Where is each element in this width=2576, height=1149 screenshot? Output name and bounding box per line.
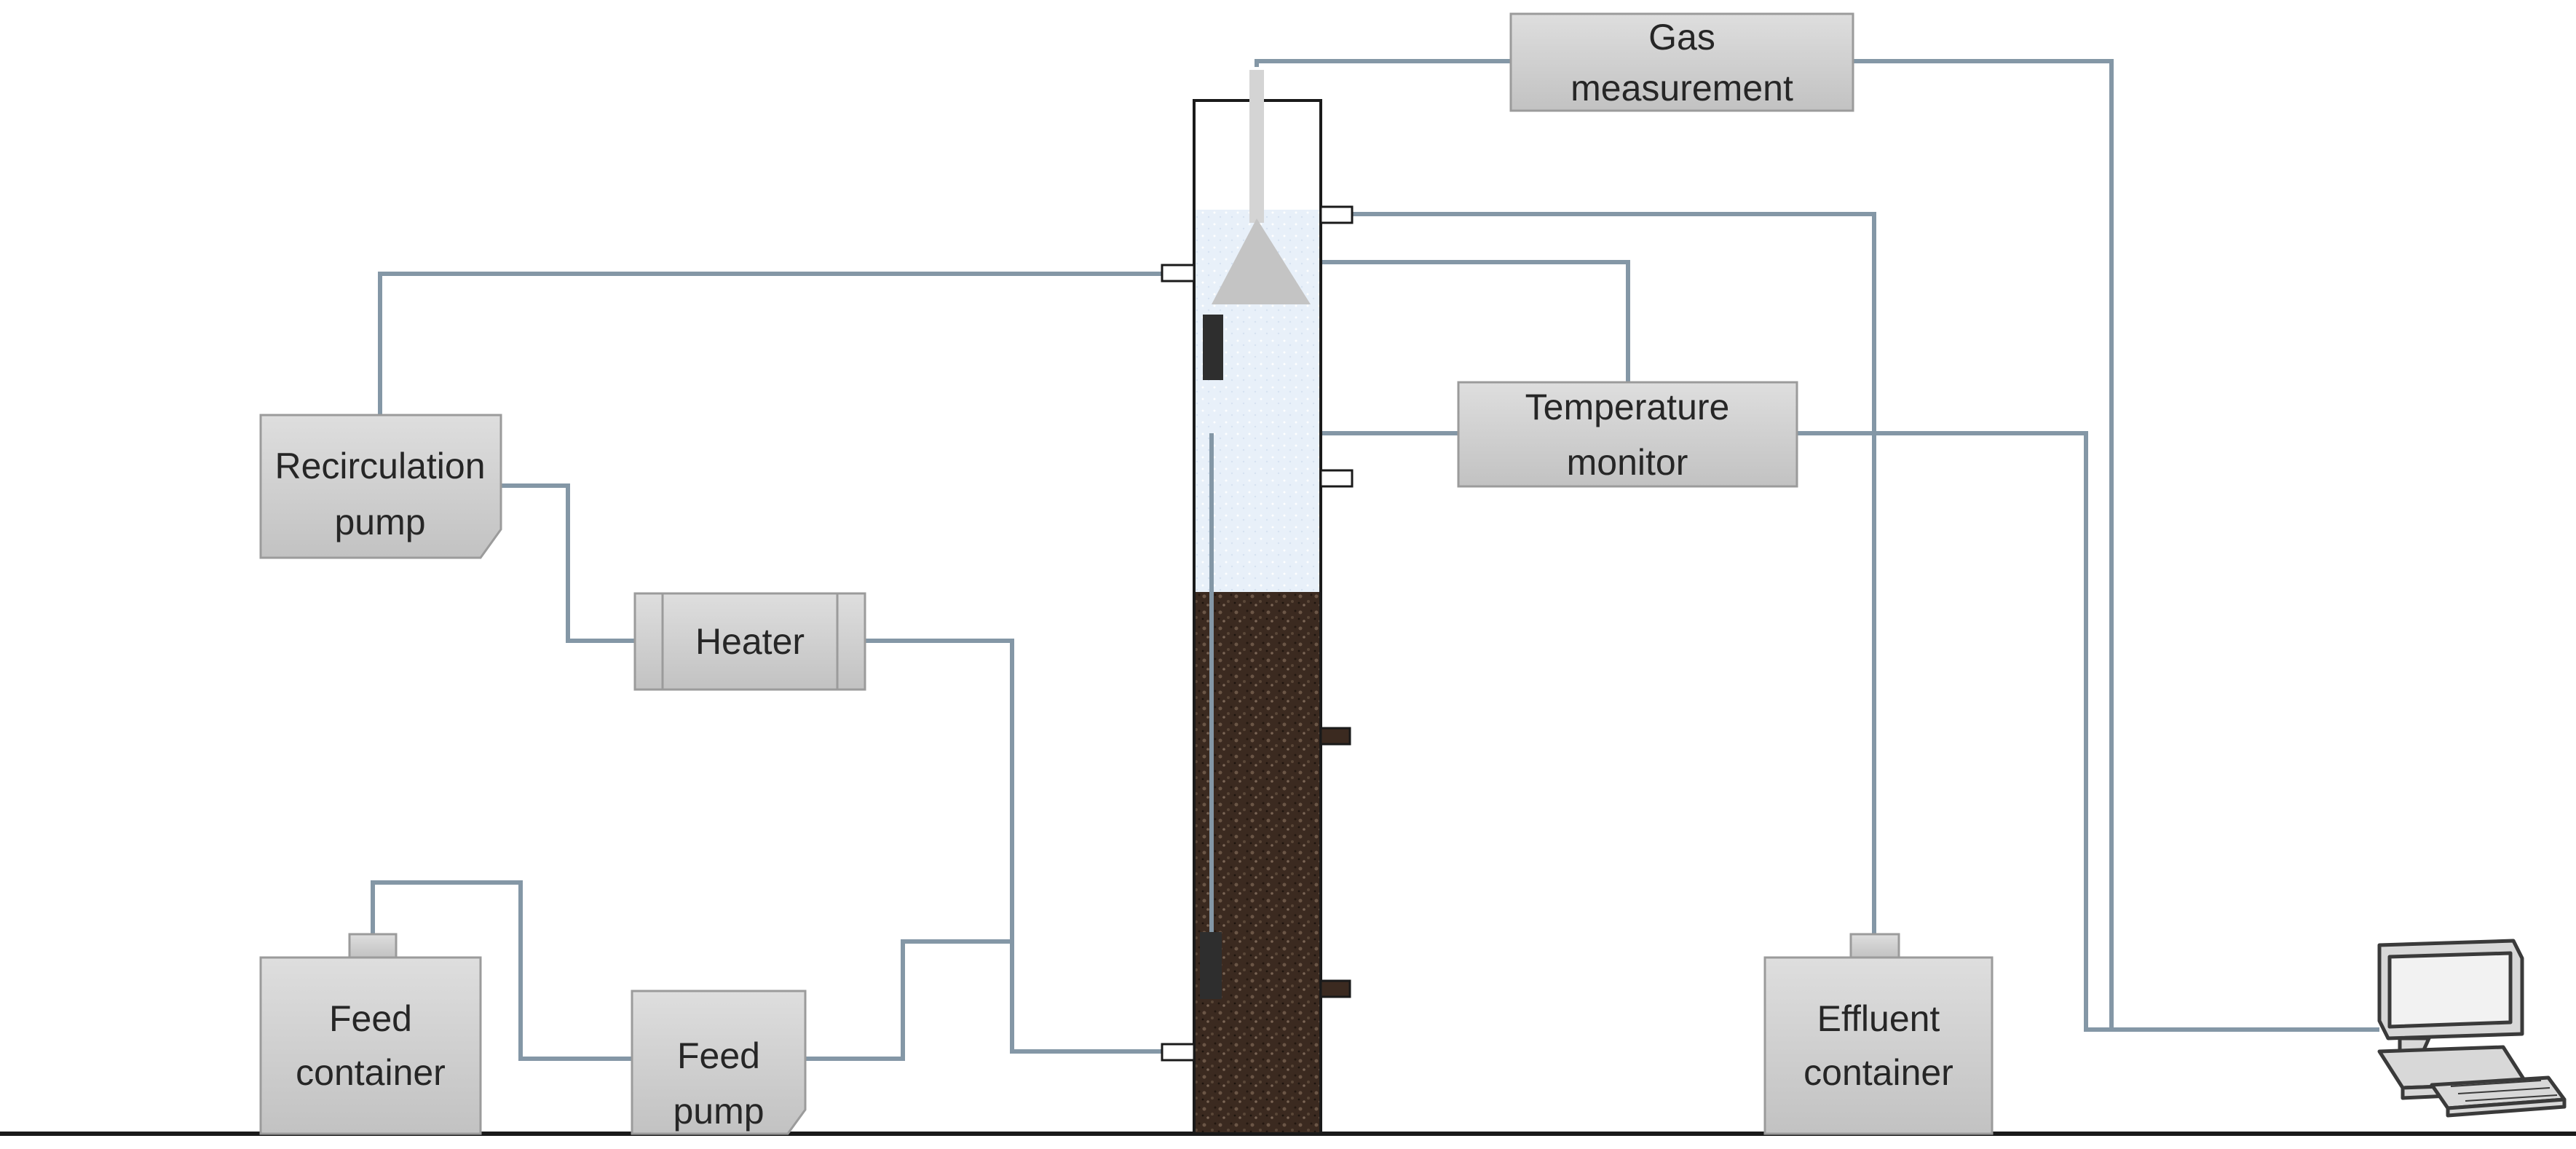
feed-pump-label-1: Feed xyxy=(677,1035,760,1076)
recirculation-pump-label-1: Recirculation xyxy=(274,446,485,486)
feed-container: Feed container xyxy=(259,933,482,1135)
piping xyxy=(371,59,2379,1061)
effluent-container-label-2: container xyxy=(1803,1052,1953,1093)
gas-collector-cone xyxy=(1212,218,1311,304)
sampling-port-upper xyxy=(1319,727,1351,746)
pipe-heater-to-reactor xyxy=(865,639,1162,1054)
pipe-feed-container-to-pump xyxy=(371,880,632,1061)
recirculation-pump-label-2: pump xyxy=(334,502,425,542)
gas-measurement-box: Gas measurement xyxy=(1509,12,1854,112)
pipe-gas-to-computer xyxy=(1853,59,2379,1032)
feed-container-label-2: container xyxy=(296,1052,446,1093)
pipe-recirculation-to-heater xyxy=(501,483,635,643)
temperature-probe-upper xyxy=(1203,315,1223,380)
sludge-bed xyxy=(1194,592,1321,1134)
heater-box: Heater xyxy=(633,592,866,691)
recirculation-pump-box: Recirculation pump xyxy=(259,414,502,559)
feed-container-cap xyxy=(348,933,398,959)
pipe-feedpump-to-junction xyxy=(805,939,1012,1061)
temperature-probe-lower xyxy=(1200,932,1222,999)
effluent-container-label-1: Effluent xyxy=(1817,998,1940,1039)
feed-pump-box: Feed pump xyxy=(631,990,807,1135)
effluent-container-cap xyxy=(1849,933,1900,959)
gas-collector-tube xyxy=(1249,70,1264,223)
pipe-effluent-outlet xyxy=(1352,212,1876,934)
feed-pump-label-2: pump xyxy=(673,1091,764,1132)
computer-icon xyxy=(2377,939,2567,1118)
port-feed-inlet xyxy=(1161,1043,1196,1062)
effluent-container: Effluent container xyxy=(1763,933,1994,1135)
port-effluent-outlet xyxy=(1319,205,1354,224)
temperature-monitor-label-1: Temperature xyxy=(1525,387,1730,427)
pipe-gas-collector-to-gas-measurement xyxy=(1255,59,1511,67)
gas-collector-funnel xyxy=(1212,70,1311,304)
feed-container-label-1: Feed xyxy=(329,998,412,1039)
temperature-monitor-label-2: monitor xyxy=(1567,442,1688,483)
reactor-column xyxy=(1193,99,1322,1135)
pipe-recirculation-outlet xyxy=(378,272,1162,415)
sampling-port-lower xyxy=(1319,979,1351,998)
gas-measurement-label-1: Gas xyxy=(1648,17,1715,58)
port-side-mid xyxy=(1319,469,1354,488)
port-recirculation-outlet xyxy=(1161,264,1196,283)
temperature-monitor-box: Temperature monitor xyxy=(1457,381,1798,488)
heater-label: Heater xyxy=(695,621,805,662)
pipe-temperature-to-computer xyxy=(1797,431,2379,1032)
gas-measurement-label-2: measurement xyxy=(1571,68,1793,108)
